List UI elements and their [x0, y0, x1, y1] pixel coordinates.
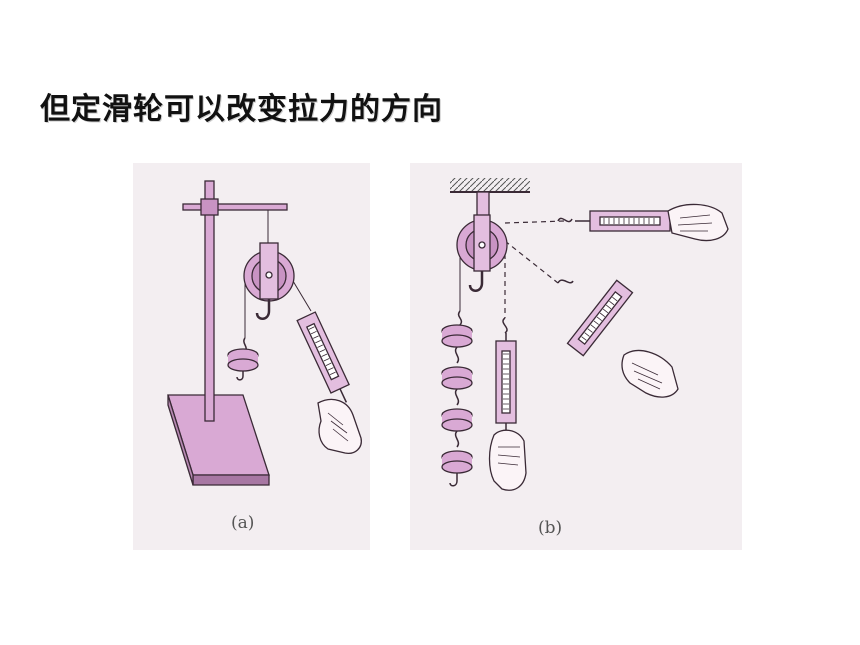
stacked-weights: [441, 310, 473, 487]
spring-scale-vertical: [495, 317, 517, 435]
figure-a-fixed-pulley-stand: (a): [133, 163, 370, 550]
string-to-scale: [292, 280, 312, 312]
dashed-line-horizontal: [504, 220, 566, 224]
spring-scale-horizontal: [557, 210, 671, 232]
spring-scale-diagonal: [566, 279, 634, 357]
figure-a-diagram: [167, 180, 362, 486]
ceiling: [450, 178, 530, 192]
hand-vertical: [488, 429, 527, 491]
dashed-line-diagonal: [504, 240, 559, 284]
caption-b: (b): [538, 518, 563, 538]
stand-base: [167, 394, 270, 476]
hand-diagonal: [621, 350, 679, 398]
page-title: 但定滑轮可以改变拉力的方向: [40, 92, 443, 127]
hook-weight-bottom: [227, 358, 259, 372]
pulley-frame: [259, 242, 279, 300]
stand-clamp: [200, 198, 219, 216]
pulley-hook-b: [468, 271, 484, 292]
figure-b-diagram: [441, 178, 729, 491]
stand-base-edge: [192, 474, 270, 486]
hand-a: [317, 398, 362, 454]
hand-horizontal: [667, 203, 729, 242]
figure-b-force-directions: (b): [410, 163, 742, 550]
stand-rod: [204, 180, 215, 422]
pulley-hook: [255, 299, 271, 320]
spring-scale-a: [296, 311, 350, 403]
caption-a: (a): [231, 513, 255, 533]
stand-crossbar: [182, 203, 288, 211]
